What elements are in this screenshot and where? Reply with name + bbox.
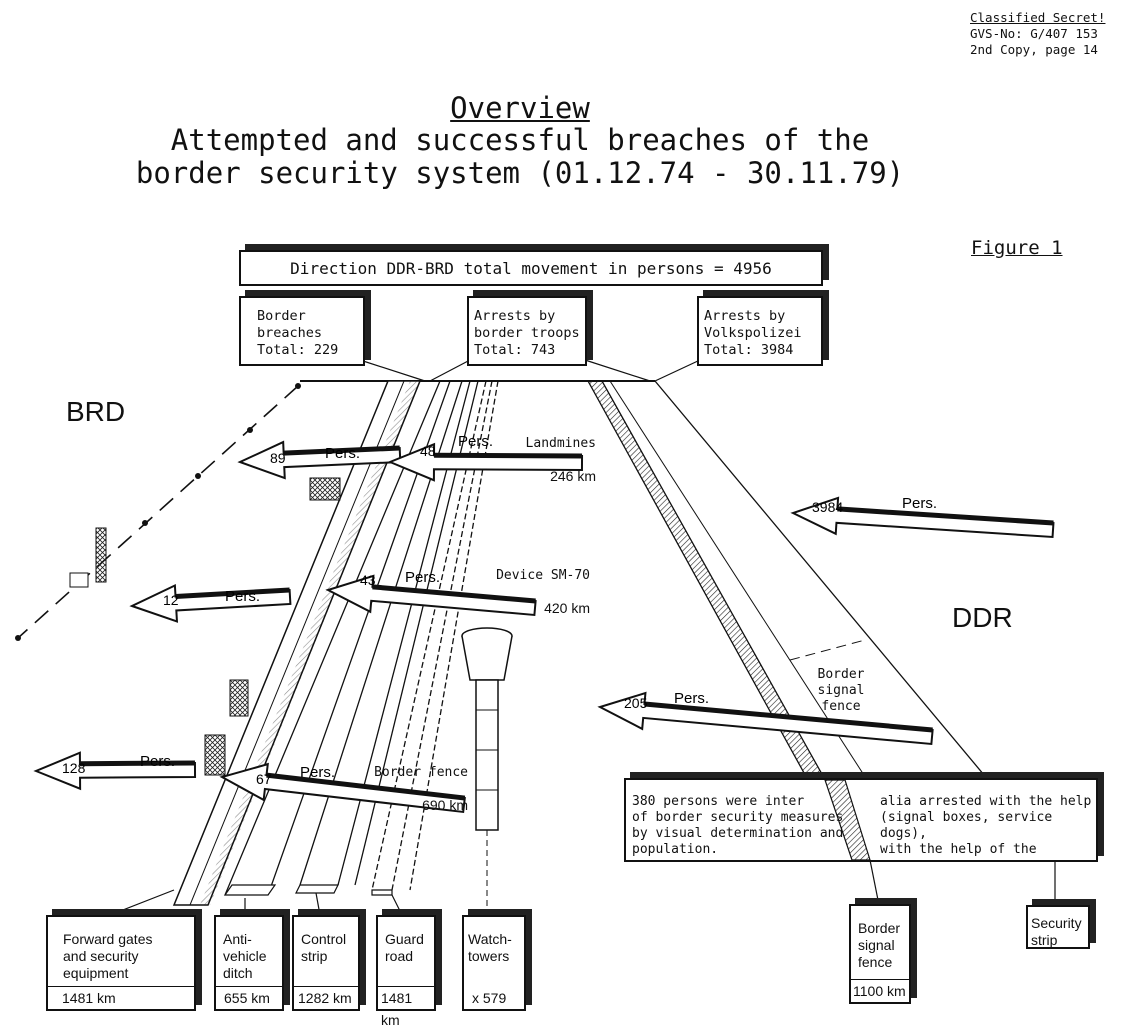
watchtower-icon bbox=[461, 627, 513, 912]
arrow-count-label: 67 bbox=[256, 771, 272, 787]
control-strip-value: 1282 km bbox=[294, 986, 358, 1009]
forward-gates-label: Forward gates and security equipment bbox=[63, 931, 153, 981]
security-strip-label: Security strip bbox=[1031, 915, 1082, 948]
border-fence-length: 690 km bbox=[422, 797, 468, 813]
page-heading: Overview bbox=[450, 91, 590, 125]
border-fence-label: Border fence bbox=[374, 765, 468, 780]
arrow-unit-label: Pers. bbox=[902, 495, 937, 512]
note-box: 380 persons were inter of border securit… bbox=[624, 778, 1098, 862]
page-title-line1: Attempted and successful breaches of the bbox=[170, 123, 870, 157]
flow-arrow-43 bbox=[325, 574, 537, 617]
signal-fence-box-value: 1100 km bbox=[851, 979, 909, 1002]
arrow-count-label: 48 bbox=[420, 443, 436, 459]
bottom-watchtowers: Watch- towers x 579 bbox=[462, 915, 526, 1011]
arrow-unit-label: Pers. bbox=[325, 445, 360, 462]
classification-label: Classified Secret! bbox=[970, 10, 1106, 25]
guard-road-label: Guard road bbox=[385, 931, 424, 964]
arrow-unit-label: Pers. bbox=[405, 569, 440, 586]
arrests-border-troops-box: Arrests by border troops Total: 743 bbox=[467, 296, 587, 366]
note-line-2a: of border security measures bbox=[632, 810, 844, 825]
anti-vehicle-ditch-label: Anti- vehicle ditch bbox=[223, 931, 267, 981]
landmines-measure: Landmines 246 km bbox=[470, 420, 596, 500]
sm70-label: Device SM-70 bbox=[496, 568, 590, 583]
border-fence-measure: Border fence 690 km bbox=[340, 749, 468, 829]
arrow-unit-label: Pers. bbox=[458, 433, 493, 450]
bottom-control-strip: Control strip 1282 km bbox=[292, 915, 360, 1011]
figure-label: Figure 1 bbox=[971, 237, 1063, 259]
signal-fence-box-label: Border signal fence bbox=[858, 920, 901, 970]
bottom-anti-vehicle-ditch: Anti- vehicle ditch 655 km bbox=[214, 915, 284, 1011]
note-line-1b: alia arrested with the help bbox=[880, 794, 1092, 809]
bottom-signal-fence: Border signal fence 1100 km bbox=[849, 904, 911, 1004]
arrow-unit-label: Pers. bbox=[140, 753, 175, 770]
flow-arrow-3984 bbox=[790, 496, 1055, 539]
note-right: alia arrested with the help (signal boxe… bbox=[880, 794, 1096, 858]
sm70-measure: Device SM-70 420 km bbox=[460, 552, 590, 632]
flow-arrow-205 bbox=[597, 691, 934, 746]
watchtowers-label: Watch- towers bbox=[468, 931, 512, 964]
arrow-count-label: 89 bbox=[270, 450, 286, 466]
signal-fence-label: Border signal fence bbox=[817, 667, 865, 714]
page-title-line2: border security system (01.12.74 - 30.11… bbox=[135, 156, 905, 190]
flow-arrow-67 bbox=[219, 762, 466, 814]
landmines-length: 246 km bbox=[550, 468, 596, 484]
arrow-unit-label: Pers. bbox=[300, 764, 335, 781]
anti-vehicle-ditch-value: 655 km bbox=[216, 986, 282, 1009]
border-post-icon bbox=[95, 527, 107, 583]
arrow-count-label: 12 bbox=[163, 592, 179, 608]
forward-gates-value: 1481 km bbox=[48, 986, 194, 1009]
gvs-number: GVS-No: G/407 153 bbox=[970, 26, 1098, 41]
total-movement-box: Direction DDR-BRD total movement in pers… bbox=[239, 250, 823, 286]
country-label-west: BRD bbox=[66, 396, 126, 427]
note-line-2b: (signal boxes, service dogs), bbox=[880, 810, 1053, 841]
arrow-unit-label: Pers. bbox=[674, 690, 709, 707]
bottom-guard-road: Guard road 1481 km bbox=[376, 915, 436, 1028]
border-breaches-box: Border breaches Total: 229 bbox=[239, 296, 365, 366]
arrow-count-label: 3984 bbox=[812, 499, 843, 515]
country-label-east: DDR bbox=[952, 602, 1013, 633]
arrests-volkspolizei-box: Arrests by Volkspolizei Total: 3984 bbox=[697, 296, 823, 366]
landmines-label: Landmines bbox=[525, 436, 596, 451]
arrow-count-label: 43 bbox=[360, 572, 376, 588]
note-line-1a: 380 persons were inter bbox=[632, 794, 805, 809]
arrow-count-label: 205 bbox=[624, 695, 648, 711]
guard-road-value: 1481 km bbox=[378, 986, 434, 1028]
flow-arrow-48 bbox=[387, 442, 584, 482]
control-strip-label: Control strip bbox=[301, 931, 347, 964]
arrests-volkspolizei-label: Arrests by Volkspolizei Total: 3984 bbox=[704, 308, 802, 358]
note-line-3a: by visual determination and bbox=[632, 826, 844, 841]
watchtowers-value: x 579 bbox=[472, 990, 507, 1006]
copy-page: 2nd Copy, page 14 bbox=[970, 42, 1098, 57]
note-left: 380 persons were inter of border securit… bbox=[632, 794, 843, 858]
bottom-security-strip: Security strip bbox=[1026, 905, 1090, 949]
arrow-count-label: 128 bbox=[62, 760, 86, 776]
flow-arrow-128 bbox=[33, 751, 197, 791]
border-breaches-label: Border breaches Total: 229 bbox=[257, 308, 339, 358]
classification-block: Classified Secret! GVS-No: G/407 153 2nd… bbox=[970, 10, 1105, 58]
sm70-length: 420 km bbox=[544, 600, 590, 616]
note-line-4a: population. bbox=[632, 842, 719, 857]
bottom-forward-gates: Forward gates and security equipment 148… bbox=[46, 915, 196, 1011]
arrests-border-troops-label: Arrests by border troops Total: 743 bbox=[474, 308, 580, 358]
note-line-3b: with the help of the bbox=[880, 842, 1037, 857]
arrow-unit-label: Pers. bbox=[225, 588, 260, 605]
